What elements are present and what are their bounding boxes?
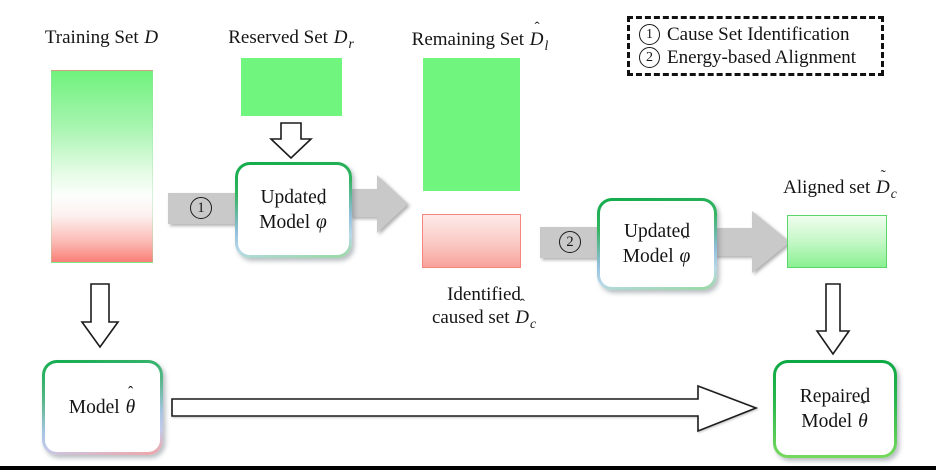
updated-model-1-line1: Updated xyxy=(260,186,327,208)
legend-badge-1: 1 xyxy=(639,24,660,45)
repaired-model-line2: Model ˜θ xyxy=(801,398,868,434)
training-down-arrow xyxy=(80,283,120,349)
remaining-set-rect xyxy=(423,58,520,191)
identified-caused-set-rect xyxy=(422,214,521,268)
legend-box: 1 Cause Set Identification 2 Energy-base… xyxy=(627,16,884,76)
legend-item-cause-set: 1 Cause Set Identification xyxy=(639,24,875,46)
updated-model-2-line1: Updated xyxy=(623,220,691,242)
repaired-model-line1: Repaired xyxy=(799,385,871,407)
updated-model-1-output-arrow xyxy=(350,175,408,233)
aligned-set-label: Aligned set ˜Dc xyxy=(783,166,897,201)
reserved-down-arrow xyxy=(268,122,314,160)
identified-label-line1: Identified xyxy=(447,284,521,305)
legend-text-1: Cause Set Identification xyxy=(667,23,850,45)
repaired-model-box: Repaired Model ˜θ xyxy=(773,360,897,458)
bottom-rule xyxy=(0,466,936,470)
reserved-set-label: Reserved Set Dr xyxy=(228,27,354,51)
step-1-badge: 1 xyxy=(190,197,212,219)
training-set-label: Training Set D xyxy=(44,27,159,48)
reserved-set-rect xyxy=(241,58,342,116)
legend-item-energy-alignment: 2 Energy-based Alignment xyxy=(639,47,875,69)
step-2-badge: 2 xyxy=(559,231,581,253)
theta-tilde-symbol: ˜θ xyxy=(858,398,868,432)
training-set-rect xyxy=(51,70,153,263)
model-to-repaired-arrow xyxy=(171,384,759,433)
script-d-tilde-symbol: ˜D xyxy=(876,166,890,198)
legend-badge-2: 2 xyxy=(639,47,660,68)
aligned-set-rect xyxy=(787,215,887,268)
script-d-symbol: D xyxy=(144,27,159,48)
script-d-symbol: D xyxy=(333,27,348,48)
legend-text-2: Energy-based Alignment xyxy=(667,46,857,68)
updated-model-2-output-arrow xyxy=(712,211,790,273)
aligned-down-arrow xyxy=(815,283,851,356)
